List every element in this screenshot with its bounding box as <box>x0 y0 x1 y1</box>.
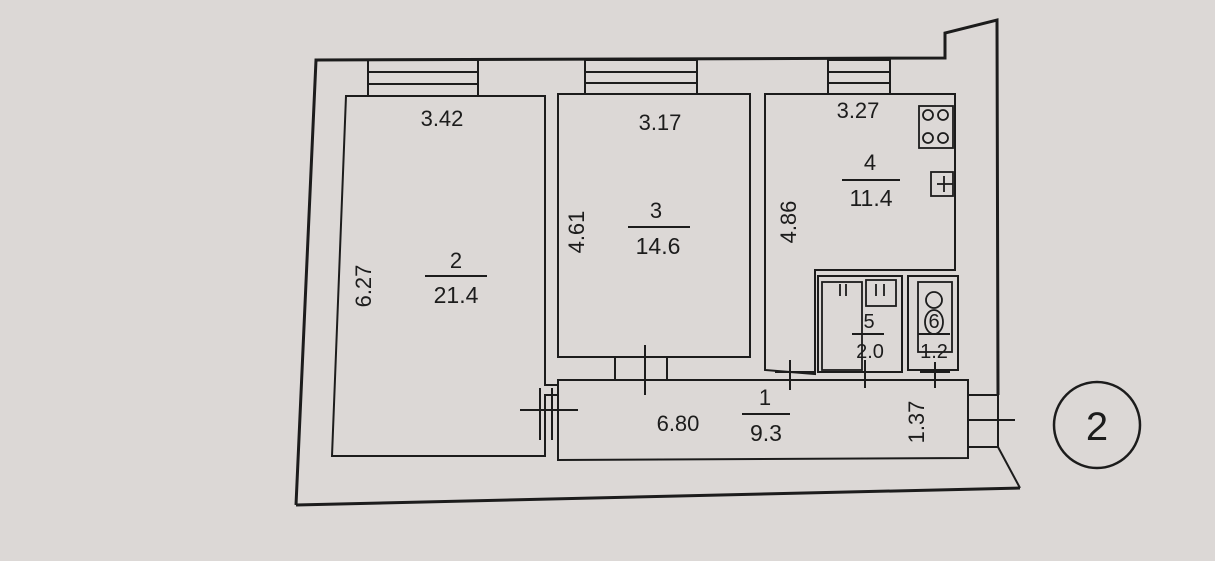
door-room-3 <box>614 345 668 395</box>
room-6-outline <box>907 275 959 371</box>
room-6-number: 6 <box>928 311 939 333</box>
room-1-area: 9.3 <box>750 420 782 446</box>
room-6-area: 1.2 <box>920 341 948 363</box>
room-4-outline <box>764 93 956 376</box>
door-room-2 <box>520 388 578 440</box>
room-1-outline <box>557 379 969 462</box>
window-room-2 <box>367 59 479 97</box>
window-room-3 <box>584 59 698 95</box>
plan-marker-circle <box>1052 380 1142 470</box>
window-room-4 <box>827 59 891 95</box>
room-4-length: 4.86 <box>776 201 801 244</box>
room-3-outline <box>557 93 751 358</box>
stove-icon <box>918 105 954 149</box>
room-2-width: 3.42 <box>421 106 464 131</box>
room-3-width: 3.17 <box>639 110 682 135</box>
door-room-5 <box>845 360 880 388</box>
room-1-width: 1.37 <box>904 401 929 444</box>
room-1-length: 6.80 <box>657 411 700 436</box>
room-4-area: 11.4 <box>849 185 892 211</box>
outer-walls <box>294 18 1021 507</box>
door-room-4 <box>775 360 815 390</box>
room-1-number: 1 <box>759 385 771 410</box>
plan-marker-number: 2 <box>1086 405 1108 449</box>
bathtub-icon <box>821 281 863 371</box>
toilet-icon <box>917 281 953 353</box>
sink-icon <box>930 171 954 197</box>
room-3-length: 4.61 <box>564 211 589 254</box>
room-4-number: 4 <box>864 150 876 175</box>
room-5-number: 5 <box>863 311 874 333</box>
room-3-area: 14.6 <box>636 233 681 259</box>
room-3-number: 3 <box>650 198 662 223</box>
room-4-width: 3.27 <box>837 98 880 123</box>
entrance-door <box>967 394 1021 489</box>
room-5-area: 2.0 <box>856 341 884 363</box>
washbasin-icon <box>865 279 897 307</box>
room-2-number: 2 <box>450 248 462 273</box>
door-room-6 <box>920 362 950 388</box>
room-2-length: 6.27 <box>351 265 376 308</box>
room-2-area: 21.4 <box>434 282 479 308</box>
